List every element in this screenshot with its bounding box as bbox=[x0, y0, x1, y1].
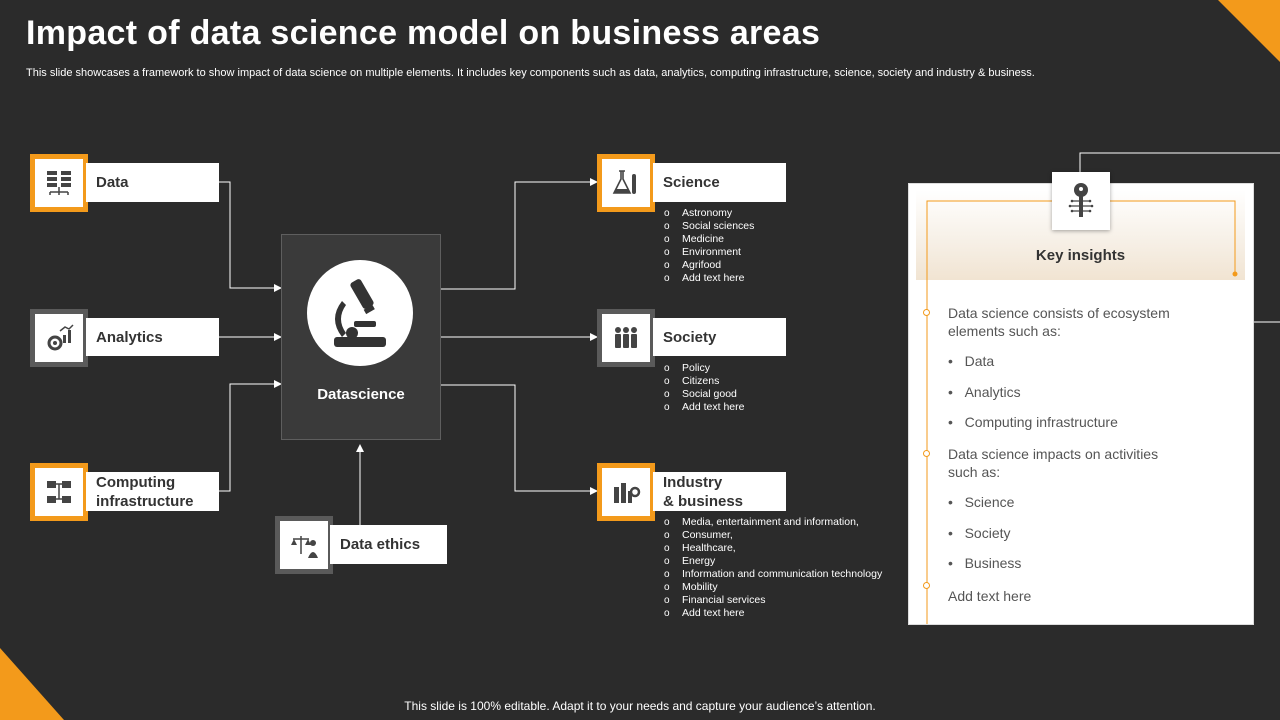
industry-icon-box bbox=[597, 463, 655, 521]
list-item: Astronomy bbox=[663, 207, 754, 220]
timeline-dot bbox=[923, 309, 930, 316]
slide-title: Impact of data science model on business… bbox=[26, 14, 821, 52]
node-society-label: Society bbox=[653, 318, 786, 356]
list-item: Financial services bbox=[663, 594, 882, 607]
timeline-dot bbox=[923, 450, 930, 457]
data-science-label: Datascience bbox=[317, 386, 405, 403]
timeline-dot bbox=[923, 582, 930, 589]
list-item: Social good bbox=[663, 388, 744, 401]
network-nodes-icon bbox=[47, 481, 71, 503]
society-icon-box bbox=[597, 309, 655, 367]
factory-gear-icon bbox=[614, 483, 641, 503]
connector-industry bbox=[441, 384, 598, 495]
connector-computing bbox=[219, 380, 282, 492]
server-network-icon bbox=[47, 171, 71, 195]
industry-list: Media, entertainment and information, Co… bbox=[663, 516, 882, 620]
panel-bracket-line bbox=[1079, 152, 1280, 172]
microscope-icon bbox=[334, 279, 386, 347]
insight-bullet: • Science bbox=[948, 494, 1015, 510]
microscope-circle bbox=[307, 260, 413, 366]
list-item: Media, entertainment and information, bbox=[663, 516, 882, 529]
ethics-icon-box bbox=[275, 516, 333, 574]
connector-data bbox=[219, 181, 282, 292]
insights-paragraph-2: Data science impacts on activities such … bbox=[948, 446, 1159, 480]
gear-chart-icon bbox=[47, 324, 74, 351]
analytics-icon-box bbox=[30, 309, 88, 367]
list-item: Mobility bbox=[663, 581, 882, 594]
list-item: Consumer, bbox=[663, 529, 882, 542]
node-analytics-label: Analytics bbox=[86, 318, 219, 356]
list-item: Add text here bbox=[663, 272, 754, 285]
insight-bullet: • Computing infrastructure bbox=[948, 414, 1118, 430]
computing-icon-box bbox=[30, 463, 88, 521]
list-item: Medicine bbox=[663, 233, 754, 246]
corner-accent-top-right bbox=[1218, 0, 1280, 62]
data-icon-box bbox=[30, 154, 88, 212]
insight-bullet: • Business bbox=[948, 555, 1022, 571]
science-list: Astronomy Social sciences Medicine Envir… bbox=[663, 207, 754, 285]
node-computing-label: Computing infrastructure bbox=[86, 472, 219, 511]
insight-bullet: • Society bbox=[948, 525, 1011, 541]
people-group-icon bbox=[615, 327, 637, 348]
society-list: Policy Citizens Social good Add text her… bbox=[663, 362, 744, 414]
slide-footer: This slide is 100% editable. Adapt it to… bbox=[404, 699, 876, 713]
list-item: Agrifood bbox=[663, 259, 754, 272]
list-item: Add text here bbox=[663, 401, 744, 414]
node-data-label: Data bbox=[86, 163, 219, 202]
node-ethics-label: Data ethics bbox=[330, 525, 447, 564]
list-item: Add text here bbox=[663, 607, 882, 620]
list-item: Information and communication technology bbox=[663, 568, 882, 581]
node-industry-label: Industry & business bbox=[653, 472, 786, 511]
insight-bullet: • Analytics bbox=[948, 384, 1021, 400]
flask-icon bbox=[612, 170, 636, 194]
list-item: Healthcare, bbox=[663, 542, 882, 555]
insight-bullet: • Data bbox=[948, 353, 995, 369]
connector-science bbox=[441, 178, 598, 290]
key-insights-title: Key insights bbox=[1035, 247, 1126, 264]
list-item: Energy bbox=[663, 555, 882, 568]
list-item: Citizens bbox=[663, 375, 744, 388]
node-science-label: Science bbox=[653, 163, 786, 202]
slide-subtitle: This slide showcases a framework to show… bbox=[26, 67, 1035, 79]
insights-paragraph-1: Data science consists of ecosystem eleme… bbox=[948, 305, 1170, 339]
corner-accent-bottom-left bbox=[0, 648, 64, 720]
insights-closing: Add text here bbox=[948, 588, 1032, 604]
science-icon-box bbox=[597, 154, 655, 212]
key-icon-box bbox=[1052, 172, 1110, 230]
list-item: Environment bbox=[663, 246, 754, 259]
list-item: Social sciences bbox=[663, 220, 754, 233]
key-circuit-icon bbox=[1068, 183, 1094, 217]
scales-person-icon bbox=[291, 536, 318, 558]
list-item: Policy bbox=[663, 362, 744, 375]
